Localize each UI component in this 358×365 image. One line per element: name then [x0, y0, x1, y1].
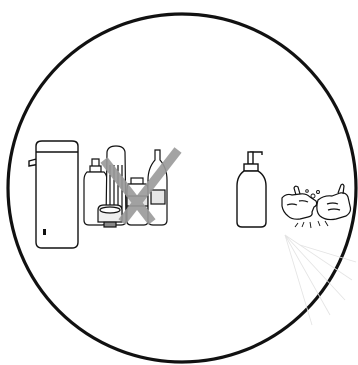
soap-dispenser-icon — [29, 141, 78, 248]
